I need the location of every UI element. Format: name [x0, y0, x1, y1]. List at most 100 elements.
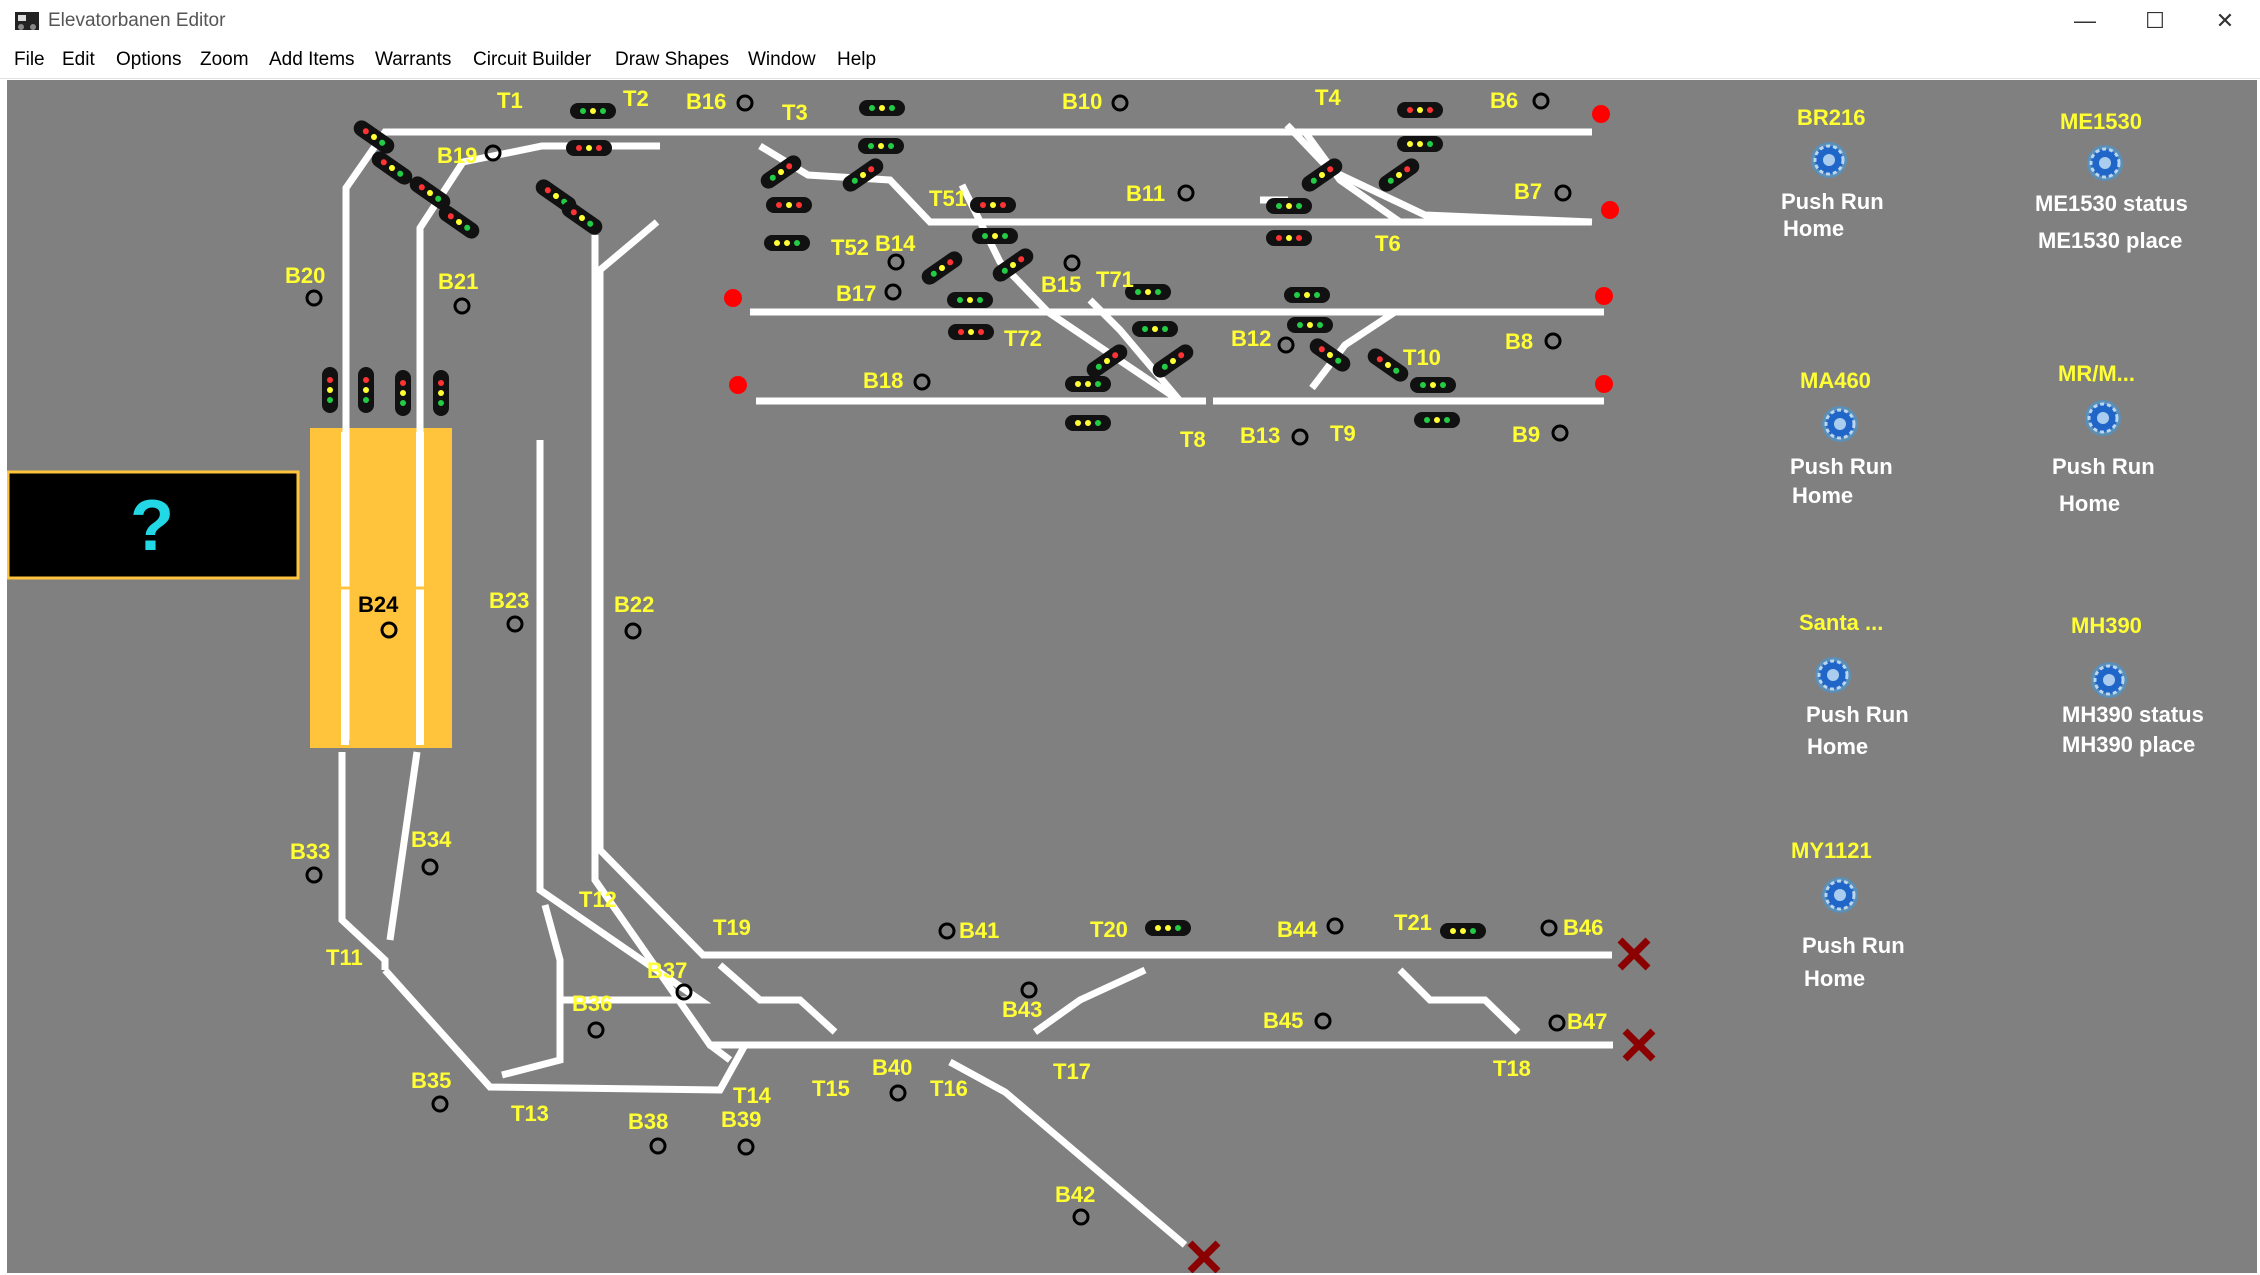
block-sensor-icon[interactable] [1532, 92, 1550, 110]
block-sensor-icon[interactable] [736, 94, 754, 112]
menu-help[interactable]: Help [837, 49, 877, 70]
signal-head-icon[interactable] [559, 198, 606, 237]
block-sensor-icon[interactable] [889, 1084, 907, 1102]
block-sensor-icon[interactable] [884, 283, 902, 301]
signal-head-icon[interactable] [369, 148, 416, 187]
menu-window[interactable]: Window [748, 49, 816, 70]
block-sensor-icon[interactable] [1111, 94, 1129, 112]
block-sensor-icon[interactable] [1177, 184, 1195, 202]
signal-head-icon[interactable] [1150, 341, 1197, 380]
signal-head-icon[interactable] [570, 103, 616, 119]
signal-head-icon[interactable] [1284, 287, 1330, 303]
unknown-box[interactable] [7, 470, 300, 580]
signal-head-icon[interactable] [436, 202, 483, 241]
block-sensor-icon[interactable] [1554, 184, 1572, 202]
block-sensor-icon[interactable] [1277, 336, 1295, 354]
throttle-gear-icon[interactable] [1811, 142, 1847, 178]
signal-head-icon[interactable] [433, 370, 449, 416]
throttle-gear-icon[interactable] [2087, 145, 2123, 181]
block-sensor-icon[interactable] [506, 615, 524, 633]
block-sensor-icon[interactable] [737, 1138, 755, 1156]
track-diagram[interactable]: ? [7, 80, 2257, 1273]
block-sensor-icon[interactable] [1020, 981, 1038, 999]
signal-head-icon[interactable] [972, 228, 1018, 244]
maximize-button[interactable]: ☐ [2145, 8, 2165, 33]
block-sensor-icon[interactable] [1326, 917, 1344, 935]
menu-warrants[interactable]: Warrants [375, 49, 452, 70]
signal-head-icon[interactable] [764, 235, 810, 251]
menu-file[interactable]: File [14, 49, 45, 70]
block-sensor-icon[interactable] [484, 144, 502, 162]
menu-circuit-builder[interactable]: Circuit Builder [473, 49, 592, 70]
signal-head-icon[interactable] [1065, 415, 1111, 431]
throttle-gear-icon[interactable] [2091, 662, 2127, 698]
block-sensor-icon[interactable] [587, 1021, 605, 1039]
signal-head-icon[interactable] [1132, 321, 1178, 337]
signal-head-icon[interactable] [758, 152, 805, 191]
signal-head-icon[interactable] [859, 100, 905, 116]
signal-head-icon[interactable] [395, 370, 411, 416]
signal-head-icon[interactable] [1440, 923, 1486, 939]
signal-head-icon[interactable] [407, 173, 454, 212]
signal-head-icon[interactable] [1410, 377, 1456, 393]
block-sensor-icon[interactable] [431, 1095, 449, 1113]
signal-head-icon[interactable] [1397, 102, 1443, 118]
block-sensor-icon[interactable] [649, 1137, 667, 1155]
block-sensor-icon[interactable] [380, 621, 398, 639]
block-sensor-icon[interactable] [1548, 1014, 1566, 1032]
signal-head-icon[interactable] [1376, 155, 1423, 194]
throttle-gear-icon[interactable] [1822, 877, 1858, 913]
signal-head-icon[interactable] [1397, 136, 1443, 152]
signal-head-icon[interactable] [1307, 335, 1354, 374]
signal-head-icon[interactable] [1145, 920, 1191, 936]
signal-head-icon[interactable] [1266, 198, 1312, 214]
menu-zoom[interactable]: Zoom [200, 49, 249, 70]
signal-head-icon[interactable] [1065, 376, 1111, 392]
throttle-gear-icon[interactable] [1822, 406, 1858, 442]
signal-head-icon[interactable] [970, 197, 1016, 213]
train-gear-icons[interactable] [1811, 142, 2127, 913]
signal-head-icon[interactable] [1365, 345, 1412, 384]
block-sensor-icon[interactable] [1314, 1012, 1332, 1030]
signal-head-icon[interactable] [1287, 317, 1333, 333]
close-button[interactable]: ✕ [2215, 8, 2235, 33]
signal-head-icon[interactable] [1414, 412, 1460, 428]
throttle-gear-icon[interactable] [1815, 657, 1851, 693]
block-sensor-icon[interactable] [421, 858, 439, 876]
block-sensor-icon[interactable] [453, 297, 471, 315]
block-sensor-icon[interactable] [1072, 1208, 1090, 1226]
block-sensor-icon[interactable] [305, 289, 323, 307]
signal-head-icon[interactable] [919, 248, 966, 287]
menu-options[interactable]: Options [116, 49, 182, 70]
block-sensor-icon[interactable] [305, 866, 323, 884]
layout-panel[interactable]: ? [7, 80, 2257, 1273]
signal-head-icon[interactable] [858, 138, 904, 154]
throttle-gear-icon[interactable] [2085, 400, 2121, 436]
block-sensor-icon[interactable] [1291, 428, 1309, 446]
block-sensor-icon[interactable] [887, 253, 905, 271]
signal-head-icon[interactable] [1299, 155, 1346, 194]
signal-head-icon[interactable] [948, 324, 994, 340]
signal-head-icon[interactable] [322, 367, 338, 413]
signal-head-icon[interactable] [1125, 284, 1171, 300]
menu-draw-shapes[interactable]: Draw Shapes [615, 49, 730, 70]
signal-head-icon[interactable] [358, 367, 374, 413]
signal-head-icon[interactable] [990, 245, 1037, 284]
signal-head-icon[interactable] [566, 140, 612, 156]
train-icons[interactable]: BR216 ME1530 MA460 MR/M... Santa ... MH3… [1781, 105, 2204, 991]
block-sensor-icon[interactable] [1063, 254, 1081, 272]
menu-add-items[interactable]: Add Items [269, 49, 355, 70]
block-sensor-icon[interactable] [1540, 919, 1558, 937]
block-sensor-icon[interactable] [1544, 332, 1562, 350]
signal-head-icon[interactable] [351, 117, 398, 156]
minimize-button[interactable]: — [2074, 8, 2096, 33]
block-sensor-icon[interactable] [938, 922, 956, 940]
signal-head-icon[interactable] [1084, 341, 1131, 380]
block-sensor-icon[interactable] [1551, 424, 1569, 442]
block-sensor-icon[interactable] [675, 983, 693, 1001]
block-sensor-icon[interactable] [913, 373, 931, 391]
signal-head-icon[interactable] [766, 197, 812, 213]
menu-edit[interactable]: Edit [62, 49, 95, 70]
block-sensor-icon[interactable] [624, 622, 642, 640]
signal-head-icon[interactable] [840, 155, 887, 194]
